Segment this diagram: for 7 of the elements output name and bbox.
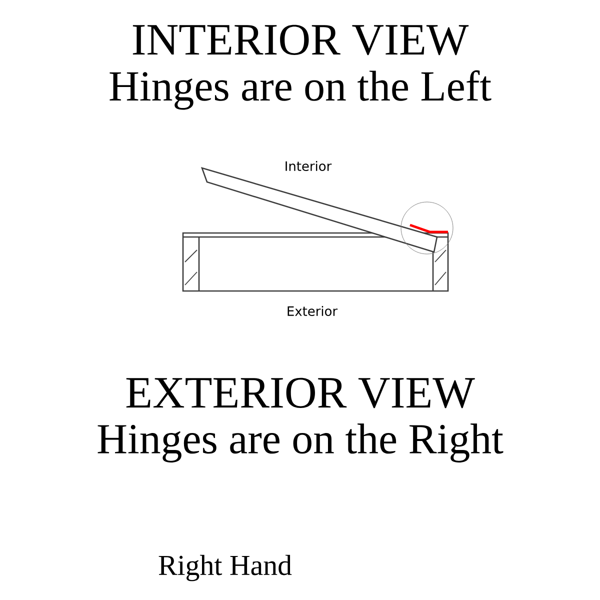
subheading: Hinges are on the Right (98, 424, 504, 462)
heading: INTERIOR VIEW (132, 24, 469, 56)
heading: EXTERIOR VIEW (126, 378, 475, 408)
subheading: Hinges are on the Left (110, 70, 492, 110)
side-label: Exterior (288, 306, 338, 316)
side-label: Interior (286, 160, 332, 172)
caption: Right Hand (158, 554, 292, 582)
